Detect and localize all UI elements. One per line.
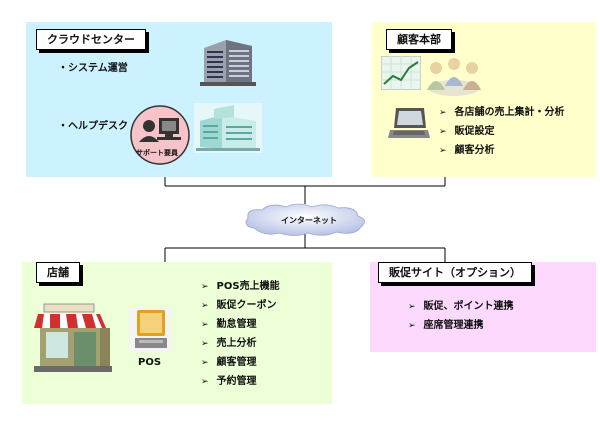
pos-terminal-icon [129,308,171,352]
arrow-bullet-icon: ➢ [201,301,209,311]
growth-chart-icon [381,56,421,90]
list-item: ➢売上分析 [201,338,257,349]
list-item: ➢顧客管理 [201,357,257,368]
internet-cloud-icon [245,203,365,236]
list-item: ➢販促設定 [439,126,495,137]
list-item: ➢販促、ポイント連携 [408,301,514,312]
internet-label: インターネット [281,216,337,225]
support-staff-label: サポート要員 [136,149,178,157]
list-item: ➢予約管理 [201,376,257,387]
support-staff-icon [130,105,190,165]
arrow-bullet-icon: ➢ [408,321,416,331]
arrow-bullet-icon: ➢ [201,282,209,292]
list-item: ➢各店舗の売上集計・分析 [439,107,565,118]
arrow-bullet-icon: ➢ [439,146,447,156]
office-complex-icon [194,103,262,153]
promo-site-feature-list: ➢販促、ポイント連携 ➢座席管理連携 [408,301,514,339]
arrow-bullet-icon: ➢ [439,127,447,137]
arrow-bullet-icon: ➢ [201,339,209,349]
cloud-item-system: ・システム運営 [58,63,128,74]
arrow-bullet-icon: ➢ [201,320,209,330]
arrow-bullet-icon: ➢ [201,358,209,368]
arrow-bullet-icon: ➢ [439,108,447,118]
headquarters-title: 顧客本部 [386,29,452,50]
promo-site-title: 販促サイト（オプション） [378,262,532,283]
store-title: 店舗 [36,262,80,283]
headquarters-feature-list: ➢各店舗の売上集計・分析 ➢販促設定 ➢顧客分析 [439,107,565,164]
store-feature-list: ➢POS売上機能 ➢販促クーポン ➢勤怠管理 ➢売上分析 ➢顧客管理 ➢予約管理 [201,281,280,395]
office-building-icon [200,40,256,86]
list-item: ➢POS売上機能 [201,281,280,292]
pos-label: POS [138,357,162,368]
laptop-icon [388,108,430,138]
storefront-icon [34,303,112,372]
arrow-bullet-icon: ➢ [201,377,209,387]
list-item: ➢販促クーポン [201,300,277,311]
arrow-bullet-icon: ➢ [408,302,416,312]
list-item: ➢顧客分析 [439,145,495,156]
cloud-center-title: クラウドセンター [36,29,146,50]
meeting-people-icon [427,58,481,96]
cloud-item-helpdesk: ・ヘルプデスク [58,121,128,132]
list-item: ➢勤怠管理 [201,319,257,330]
list-item: ➢座席管理連携 [408,320,484,331]
